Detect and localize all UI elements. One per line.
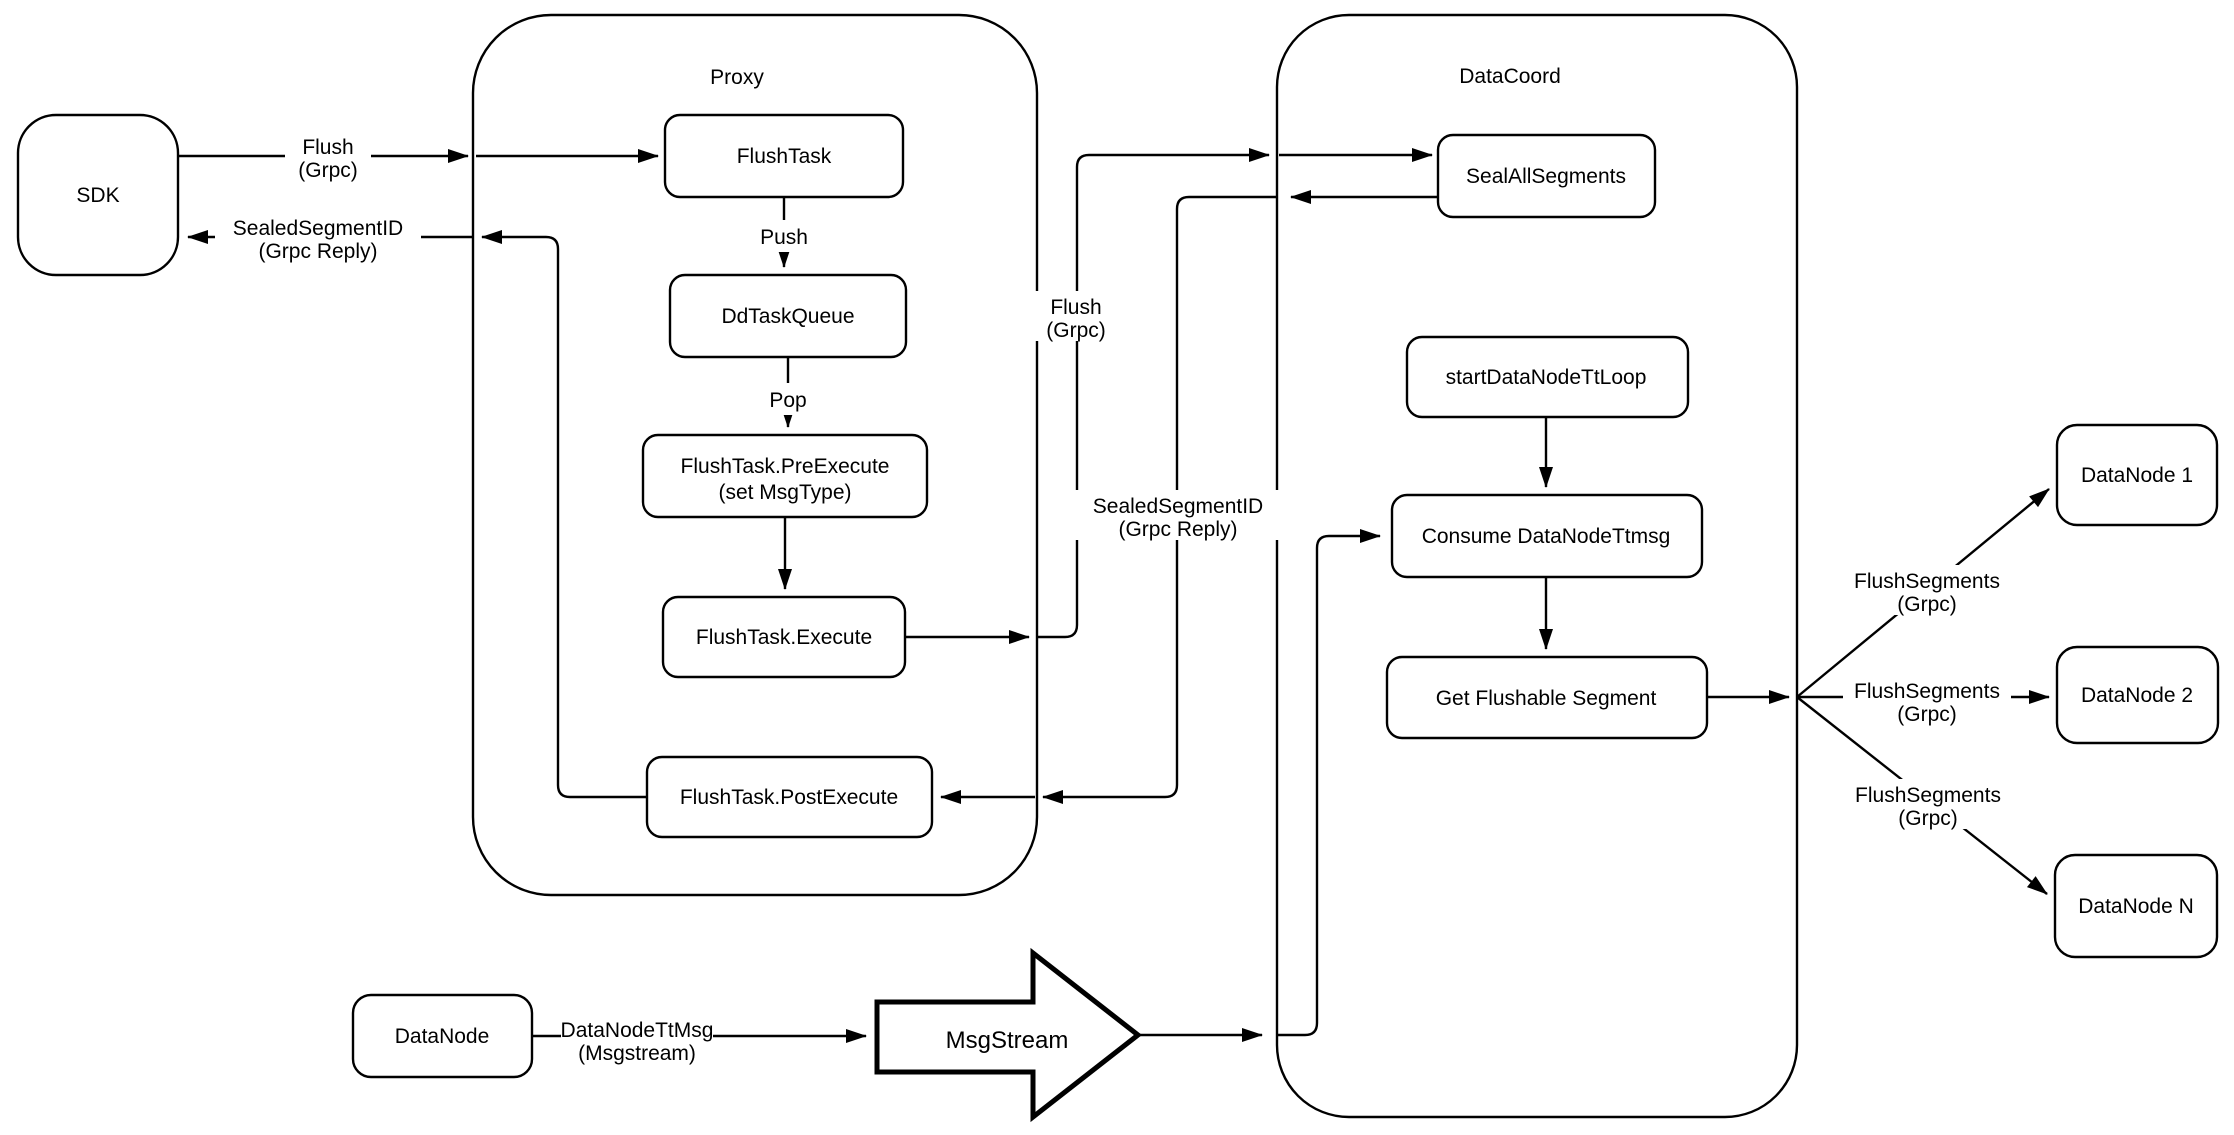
- edge-label-bg: [1075, 490, 1281, 540]
- node-sdk: SDK: [16, 113, 180, 277]
- datanode-box: [351, 993, 534, 1079]
- edge-label-push: Push: [753, 220, 815, 252]
- edge-msgstream-to-consume: [1277, 529, 1381, 1037]
- postexecute-label: FlushTask.PostExecute: [680, 786, 898, 809]
- edge-label-flushsegments-2: FlushSegments (Grpc): [1843, 675, 2011, 726]
- edge-label-sealedsegmentid-sdk-line1: SealedSegmentID: [233, 217, 403, 240]
- edge-label-bg: [215, 212, 421, 262]
- postexecute-box: [645, 755, 934, 839]
- edge-label-bg: [561, 1013, 713, 1065]
- execute-box: [661, 595, 907, 679]
- preexecute-box: [641, 433, 929, 519]
- edge-label-bg: [1843, 565, 2011, 615]
- proxy-container-title: Proxy: [710, 66, 764, 89]
- edge-label-flushsegments-3-line2: (Grpc): [1898, 807, 1958, 830]
- edge-label-datanodettmsg-line1: DataNodeTtMsg: [561, 1019, 714, 1042]
- ddtaskqueue-box: [668, 273, 908, 359]
- ddtaskqueue-label: DdTaskQueue: [721, 305, 854, 328]
- startdatanodettloop-label: startDataNodeTtLoop: [1446, 366, 1647, 389]
- edge-label-bg: [1843, 675, 2011, 725]
- node-startdatanodettloop: startDataNodeTtLoop: [1405, 335, 1690, 419]
- edge-label-bg: [753, 220, 815, 252]
- node-ddtaskqueue: DdTaskQueue: [668, 273, 908, 359]
- datacoord-container-title: DataCoord: [1459, 65, 1561, 88]
- edge-label-flush-mid-line2: (Grpc): [1046, 319, 1106, 342]
- preexecute-label-line1: FlushTask.PreExecute: [681, 455, 890, 478]
- sdk-label: SDK: [76, 184, 119, 207]
- node-preexecute: FlushTask.PreExecute (set MsgType): [641, 433, 929, 519]
- msgstream-label: MsgStream: [946, 1027, 1069, 1054]
- node-consumedatanodettmsg: Consume DataNodeTtmsg: [1390, 493, 1704, 579]
- edge-label-flushsegments-1-line1: FlushSegments: [1854, 570, 2000, 593]
- node-execute: FlushTask.Execute: [661, 595, 907, 679]
- edge-flush-proxy-to-datacoord: [1037, 148, 1270, 639]
- edge-label-datanodettmsg: DataNodeTtMsg (Msgstream): [561, 1013, 714, 1065]
- edge-label-sealedsegmentid-mid-line1: SealedSegmentID: [1093, 495, 1263, 518]
- consumedatanodettmsg-box: [1390, 493, 1704, 579]
- edge-label-push-text: Push: [760, 226, 808, 249]
- edge-label-flushsegments-1-line2: (Grpc): [1897, 593, 1957, 616]
- edge-label-flush-sdk: Flush (Grpc): [285, 131, 371, 182]
- edge-label-flush-mid-line1: Flush: [1050, 296, 1101, 319]
- edge-label-bg: [285, 131, 371, 181]
- node-flushtask: FlushTask: [663, 113, 905, 199]
- node-datanode: DataNode: [351, 993, 534, 1079]
- edge-label-flush-sdk-line1: Flush: [302, 136, 353, 159]
- sdk-box: [16, 113, 180, 277]
- edge-reply-postexecute-to-proxy: [481, 230, 647, 799]
- edge-label-flushsegments-1: FlushSegments (Grpc): [1843, 565, 2011, 616]
- edge-label-pop: Pop: [760, 383, 816, 415]
- datanode2-label: DataNode 2: [2081, 684, 2193, 707]
- datanode2-box: [2055, 645, 2220, 745]
- edge-label-flushsegments-2-line1: FlushSegments: [1854, 680, 2000, 703]
- node-postexecute: FlushTask.PostExecute: [645, 755, 934, 839]
- edge-label-sealedsegmentid-mid: SealedSegmentID (Grpc Reply): [1075, 490, 1281, 541]
- node-getflushablesegment: Get Flushable Segment: [1385, 655, 1709, 740]
- getflushablesegment-label: Get Flushable Segment: [1436, 687, 1657, 710]
- edge-label-flush-mid: Flush (Grpc): [1033, 291, 1119, 342]
- sealallsegments-box: [1436, 133, 1657, 219]
- datanode1-label: DataNode 1: [2081, 464, 2193, 487]
- node-datanode2: DataNode 2: [2055, 645, 2220, 745]
- datacoord-container: [1275, 13, 1799, 1119]
- edge-label-datanodettmsg-line2: (Msgstream): [578, 1042, 696, 1065]
- edge-label-bg: [760, 383, 816, 415]
- datanoden-label: DataNode N: [2078, 895, 2194, 918]
- datanoden-box: [2053, 853, 2219, 959]
- edge-label-sealedsegmentid-sdk-line2: (Grpc Reply): [258, 240, 377, 263]
- node-sealallsegments: SealAllSegments: [1436, 133, 1657, 219]
- sealallsegments-label: SealAllSegments: [1466, 165, 1626, 188]
- preexecute-label-line2: (set MsgType): [718, 481, 851, 504]
- startdatanodettloop-box: [1405, 335, 1690, 419]
- datanode1-box: [2055, 423, 2219, 527]
- edge-label-pop-text: Pop: [769, 389, 806, 412]
- proxy-container: [471, 13, 1039, 897]
- edge-label-sealedsegmentid-sdk: SealedSegmentID (Grpc Reply): [215, 212, 421, 263]
- msgstream-block-arrow: [874, 947, 1143, 1123]
- edge-label-flushsegments-3-line1: FlushSegments: [1855, 784, 2001, 807]
- edge-label-bg: [1844, 779, 2012, 829]
- edge-label-flush-sdk-line2: (Grpc): [298, 159, 358, 182]
- node-datanoden: DataNode N: [2053, 853, 2219, 959]
- edge-label-bg: [1033, 291, 1119, 341]
- edge-label-flushsegments-2-line2: (Grpc): [1897, 703, 1957, 726]
- flushtask-label: FlushTask: [737, 145, 832, 168]
- flushtask-box: [663, 113, 905, 199]
- consumedatanodettmsg-label: Consume DataNodeTtmsg: [1422, 525, 1671, 548]
- node-datanode1: DataNode 1: [2055, 423, 2219, 527]
- edge-label-flushsegments-3: FlushSegments (Grpc): [1844, 779, 2012, 830]
- datanode-label: DataNode: [395, 1025, 490, 1048]
- execute-label: FlushTask.Execute: [696, 626, 872, 649]
- edge-label-sealedsegmentid-mid-line2: (Grpc Reply): [1118, 518, 1237, 541]
- getflushablesegment-box: [1385, 655, 1709, 740]
